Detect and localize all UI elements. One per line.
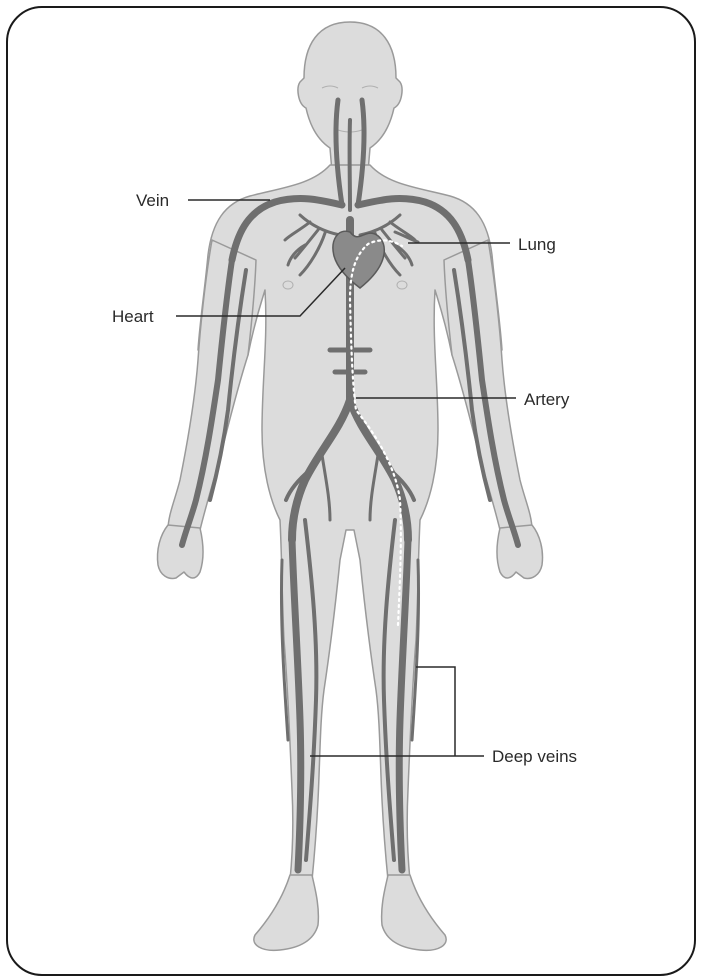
foot-right: [382, 875, 447, 950]
label-heart: Heart: [112, 307, 154, 326]
label-vein: Vein: [136, 191, 169, 210]
hand-left: [157, 525, 203, 578]
hand-right: [497, 525, 543, 578]
label-lung: Lung: [518, 235, 556, 254]
label-artery: Artery: [524, 390, 570, 409]
foot-left: [254, 875, 319, 950]
label-deep-veins: Deep veins: [492, 747, 577, 766]
